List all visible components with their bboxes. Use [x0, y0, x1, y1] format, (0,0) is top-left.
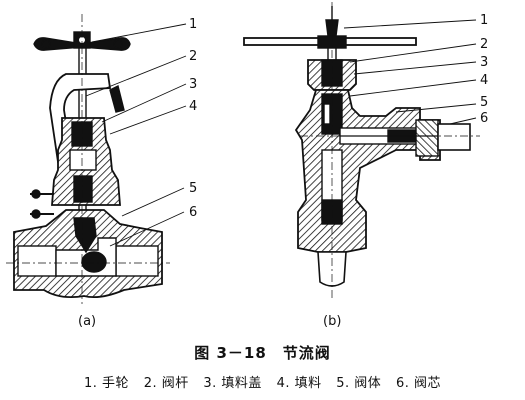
callout-a-6: 6 [189, 205, 197, 220]
callout-a-5: 5 [189, 181, 197, 196]
view-label-a: (a) [78, 314, 96, 329]
leaders-a [85, 23, 187, 247]
callout-b-6: 6 [480, 111, 488, 126]
callout-b-2: 2 [480, 37, 488, 52]
callout-a-2: 2 [189, 49, 197, 64]
legend-item-stem: 2. 阀杆 [143, 376, 189, 391]
callout-b-4: 4 [480, 73, 488, 88]
callout-b-1: 1 [480, 13, 488, 28]
valve-body-b [294, 89, 441, 253]
leaders-b [343, 19, 477, 125]
legend-item-packing: 4. 填料 [276, 376, 322, 391]
callouts-b: 1 2 3 4 5 6 (b) [323, 13, 488, 329]
legend-item-packing-cap: 3. 填料盖 [203, 376, 262, 391]
side-bolts-a [30, 189, 54, 219]
callout-a-3: 3 [189, 77, 197, 92]
callout-a-4: 4 [189, 99, 197, 114]
valve-view-a [6, 14, 187, 304]
handwheel-b [243, 6, 417, 49]
figure-caption: 图 3－18 节流阀 [194, 344, 331, 362]
callouts-a: 1 2 3 4 5 6 (a) [78, 17, 197, 329]
callout-b-5: 5 [480, 95, 488, 110]
legend-item-body: 5. 阀体 [336, 376, 382, 391]
valve-plug-a [73, 217, 97, 254]
legend-item-handwheel: 1. 手轮 [84, 376, 130, 391]
view-label-b: (b) [323, 314, 341, 329]
callout-a-1: 1 [189, 17, 197, 32]
valve-view-b [243, 2, 480, 300]
callout-b-3: 3 [480, 55, 488, 70]
parts-legend: 1. 手轮 2. 阀杆 3. 填料盖 4. 填料 5. 阀体 6. 阀芯 [0, 372, 525, 391]
legend-item-core: 6. 阀芯 [395, 376, 441, 391]
